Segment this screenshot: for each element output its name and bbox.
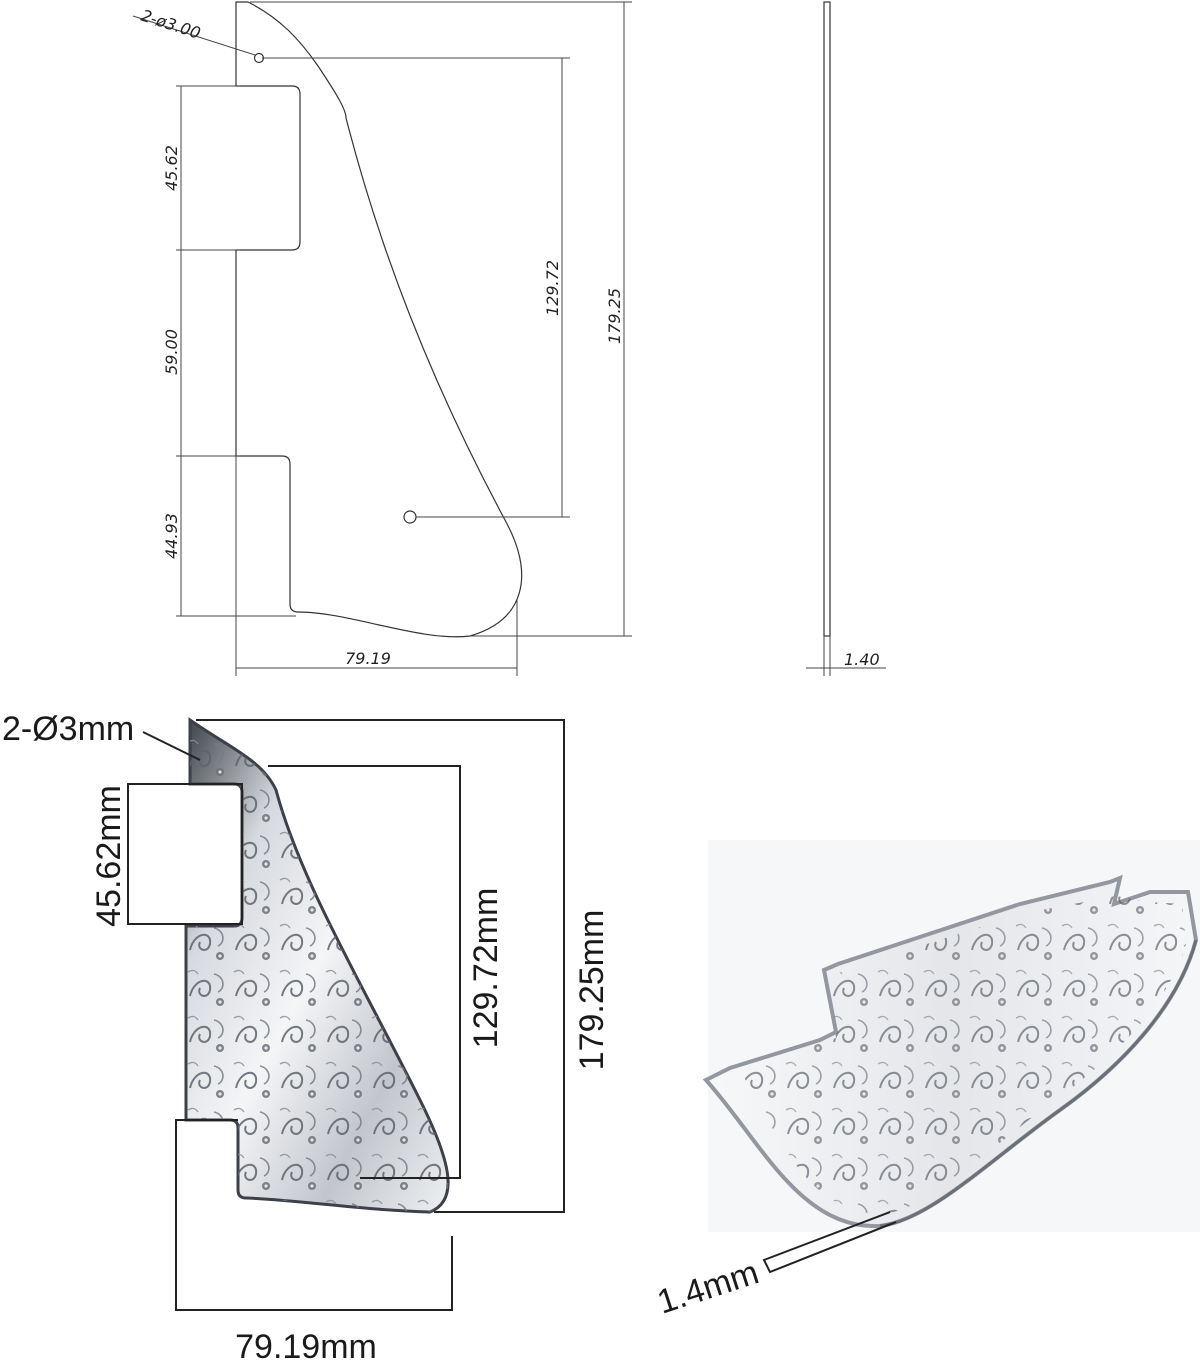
photo-upper-cutout-box: [127, 783, 243, 925]
angled-edge-bevel: [879, 939, 1198, 1228]
photo-hole-spec: 2-Ø3mm: [2, 710, 134, 748]
angled-thickness-leader: [762, 1211, 897, 1274]
photo-annotated: 2-Ø3mm 45.62mm 129.72mm 179.25mm 79.19mm: [2, 710, 611, 1366]
photo-width-box: [175, 1119, 453, 1311]
cad-dim-hole-spacing: 129.72: [543, 260, 562, 316]
hole-spacing-dimension: [262, 57, 570, 518]
cad-dim-upper-cutout: 45.62: [162, 145, 181, 191]
cad-dim-gap: 59.00: [162, 329, 181, 375]
angled-dim-thickness: 1.4mm: [653, 1253, 764, 1321]
width-dimension: [235, 456, 518, 676]
photo-dim-width: 79.19mm: [235, 1328, 377, 1364]
photo-floral-pattern: [186, 720, 449, 1212]
photo-dim-total-height: 179.25mm: [573, 910, 611, 1071]
cad-dim-total-height: 179.25: [605, 288, 624, 344]
hole-leader: [132, 15, 256, 56]
cad-front-view: 2-ø3.00 45.62 59.00 44.93 129.72 179.25: [132, 1, 632, 676]
side-view-plate: [823, 1, 831, 637]
mounting-hole-bottom: [403, 510, 417, 524]
photo-hole-leader: [142, 731, 201, 761]
photo-angled: 1.4mm: [653, 840, 1200, 1322]
pickguard-outline: [235, 1, 523, 638]
cad-dim-lower-cutout: 44.93: [162, 513, 181, 559]
photo-dim-upper-cutout: 45.62mm: [90, 785, 128, 927]
cad-dim-thickness: 1.40: [844, 650, 880, 669]
cad-dim-width: 79.19: [345, 649, 391, 668]
angled-floral-pattern: [740, 896, 1186, 1215]
photo-hole-spacing-box: [268, 765, 461, 1179]
cad-hole-spec: 2-ø3.00: [139, 6, 203, 43]
cad-side-view: 1.40: [806, 1, 886, 676]
photo-total-height-box: [196, 719, 565, 1213]
left-dimensions: [176, 85, 296, 617]
photo-dim-hole-spacing: 129.72mm: [467, 888, 505, 1049]
total-height-dimension: [250, 1, 632, 637]
